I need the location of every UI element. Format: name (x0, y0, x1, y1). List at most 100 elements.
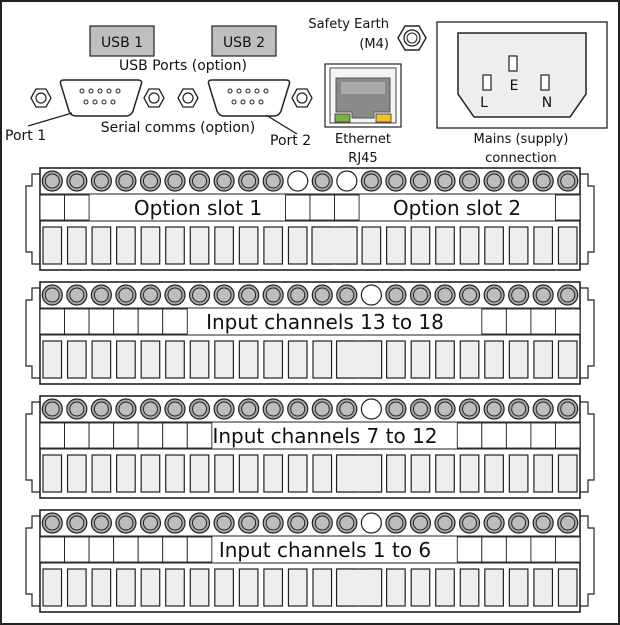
terminal-wire-slot (459, 454, 480, 493)
terminal-wire-slot (42, 226, 63, 265)
terminal-marker-cell (505, 422, 532, 449)
terminal-marker-cell (39, 308, 65, 335)
terminal-wire-slot (533, 568, 554, 607)
terminal-screw-head-icon (314, 173, 330, 189)
terminal-marker-cell (88, 422, 115, 449)
terminal-screw-head-icon (363, 173, 379, 189)
terminal-wire-slot (287, 454, 308, 493)
terminal-marker-cell (162, 422, 188, 449)
usb-port-1: USB 1 (89, 25, 155, 57)
terminal-wire-slot (484, 226, 504, 265)
terminal-screw-icon (360, 512, 382, 534)
serial-port-2-shell (207, 79, 291, 117)
terminal-screw-head-icon (118, 287, 134, 303)
terminal-wire-slot (557, 226, 578, 265)
terminal-screw-head-icon (142, 287, 158, 303)
terminal-screw-head-icon (142, 401, 158, 417)
terminal-marker-cell (88, 308, 115, 335)
terminal-wire-slot (287, 226, 308, 265)
terminal-marker-cell (456, 422, 483, 449)
terminal-marker-cell (481, 308, 507, 335)
terminal-marker-cell (481, 422, 507, 449)
terminal-wire-slot (484, 340, 504, 379)
terminal-wire-slot (386, 568, 406, 607)
terminal-screw-head-icon (486, 515, 502, 531)
terminal-screw-head-icon (511, 515, 527, 531)
terminal-marker-cell (162, 308, 188, 335)
terminal-marker-cell (113, 308, 139, 335)
terminal-screw-head-icon (118, 515, 134, 531)
terminal-screw-head-icon (93, 173, 109, 189)
terminal-screw-head-icon (437, 515, 453, 531)
terminal-marker-cell (88, 536, 115, 563)
terminal-screw-head-icon (535, 287, 551, 303)
mains-pin-l-label: L (480, 95, 488, 111)
terminal-wire-slot (459, 226, 480, 265)
usb-port-2-label: USB 2 (223, 35, 265, 51)
terminal-screw-head-icon (290, 401, 306, 417)
terminal-wire-slot (410, 226, 431, 265)
terminal-wire-slot (557, 454, 578, 493)
terminal-wire-slot (66, 226, 87, 265)
terminal-wire-slot (189, 340, 210, 379)
mains-inlet: L E N (436, 21, 608, 129)
terminal-blank-pad (335, 454, 383, 493)
ethernet-activity-led (375, 113, 392, 123)
terminal-marker-cell (481, 536, 507, 563)
terminal-wire-slot (263, 340, 284, 379)
terminal-screw-head-icon (437, 287, 453, 303)
terminal-block-right-bracket (580, 515, 595, 607)
terminal-screw-icon (287, 170, 309, 192)
safety-earth-terminal-icon (397, 25, 427, 51)
terminal-wire-slot (165, 226, 185, 265)
terminal-wire-slot (435, 226, 455, 265)
terminal-screw-head-icon (314, 401, 330, 417)
serial-port-1-right-hexnut-icon (143, 88, 165, 108)
terminal-wire-slot (91, 226, 112, 265)
terminal-wire-slot (66, 340, 87, 379)
terminal-wire-slot (557, 568, 578, 607)
terminal-marker-cell (334, 194, 360, 221)
terminal-screw-head-icon (192, 173, 208, 189)
terminal-blank-pad (335, 568, 383, 607)
ethernet-link-led (334, 113, 351, 123)
terminal-screw-head-icon (265, 173, 281, 189)
terminal-screw-head-icon (314, 515, 330, 531)
terminal-screw-head-icon (388, 401, 404, 417)
terminal-screw-head-icon (265, 287, 281, 303)
usb-ports-caption: USB Ports (option) (119, 58, 247, 74)
serial-port-2-label: Port 2 (270, 133, 311, 149)
terminal-wire-slot (42, 340, 63, 379)
safety-earth-label-line1: Safety Earth (308, 17, 389, 32)
terminal-wire-slot (140, 568, 161, 607)
terminal-screw-head-icon (462, 173, 478, 189)
terminal-marker-cell (555, 194, 581, 221)
terminal-marker-cell (64, 422, 90, 449)
terminal-wire-slot (140, 454, 161, 493)
terminal-screw-head-icon (560, 515, 576, 531)
terminal-block-right-bracket (580, 401, 595, 493)
terminal-wire-slot (238, 454, 259, 493)
terminal-wire-slot (508, 340, 529, 379)
terminal-screw-head-icon (142, 173, 158, 189)
serial-port-1-label: Port 1 (5, 128, 46, 144)
terminal-marker-cell (555, 536, 581, 563)
terminal-wire-slot (287, 568, 308, 607)
terminal-screw-head-icon (388, 515, 404, 531)
terminal-wire-slot (508, 226, 529, 265)
serial-port-2-leader-line (265, 114, 298, 135)
terminal-screw-head-icon (560, 173, 576, 189)
terminal-screw-head-icon (93, 515, 109, 531)
terminal-marker-cell (64, 536, 90, 563)
terminal-screw-head-icon (192, 401, 208, 417)
terminal-wire-slot (116, 454, 136, 493)
terminal-wire-slot (165, 340, 185, 379)
terminal-marker-cell (162, 536, 188, 563)
terminal-screw-head-icon (44, 287, 60, 303)
terminal-wire-slot (410, 340, 431, 379)
mains-pin-n (540, 74, 550, 91)
terminal-screw-head-icon (462, 401, 478, 417)
terminal-screw-head-icon (44, 173, 60, 189)
terminal-screw-head-icon (265, 401, 281, 417)
terminal-screw-head-icon (388, 287, 404, 303)
